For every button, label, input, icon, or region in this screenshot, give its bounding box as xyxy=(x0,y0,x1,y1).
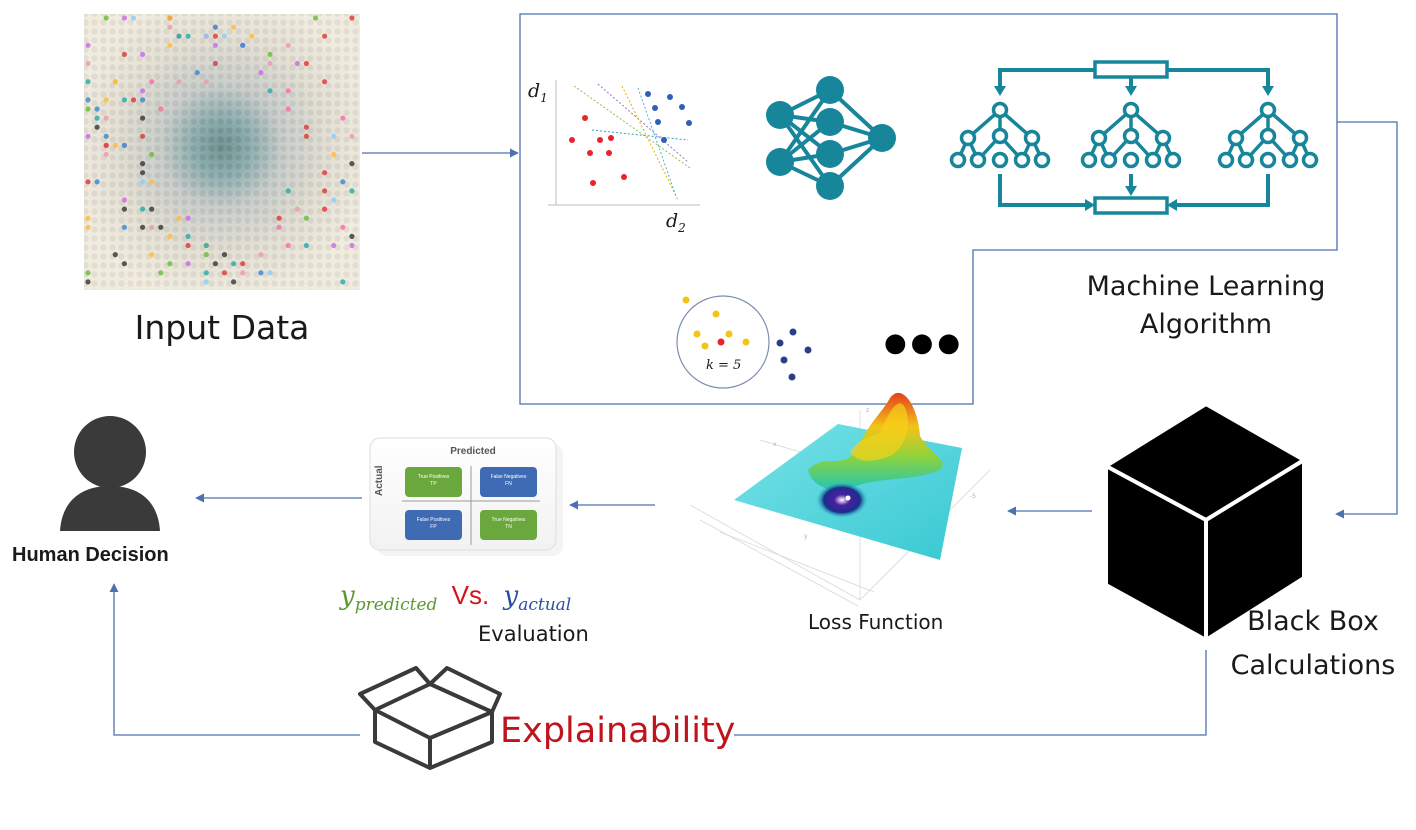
matrix-cell-fp-line1: False Positives xyxy=(416,517,451,523)
decision-tree-icon xyxy=(1217,101,1319,169)
matrix-cell-tp: True Positives TP xyxy=(405,474,462,488)
matrix-cell-tn: True Negatives TN xyxy=(480,517,537,531)
loss-function-surface: x y z -5 xyxy=(689,392,991,607)
random-forest-icon xyxy=(949,60,1319,215)
matrix-cell-tn-line2: TN xyxy=(505,524,512,530)
svg-text:-5: -5 xyxy=(970,493,976,500)
ml-algorithm-label-line2: Algorithm xyxy=(1139,309,1273,340)
human-decision-label: Human Decision xyxy=(12,544,169,566)
axis-d1-main: d xyxy=(528,80,541,102)
axis-d1-sub: 1 xyxy=(540,90,548,105)
y-predicted-main: y xyxy=(340,581,355,611)
matrix-cell-fn-line1: False Negatives xyxy=(490,474,527,480)
matrix-cell-tp-line1: True Positives xyxy=(417,474,450,480)
ml-algorithm-label-line1: Machine Learning xyxy=(1086,271,1326,302)
evaluation-label: Evaluation xyxy=(478,622,589,646)
y-actual: yactual xyxy=(503,581,572,615)
nn-edge xyxy=(778,88,832,164)
y-actual-main: y xyxy=(503,581,519,611)
confusion-matrix-card xyxy=(369,437,563,556)
nn-edge xyxy=(778,113,832,188)
matrix-cell-fp: False Positives FP xyxy=(405,517,462,531)
ml-algorithm-label: Machine Learning Algorithm xyxy=(1056,268,1356,344)
matrix-title: Predicted xyxy=(450,446,496,457)
arrows xyxy=(109,121,1398,736)
svg-text:z: z xyxy=(866,407,869,414)
loss-function-label: Loss Function xyxy=(808,610,944,634)
matrix-cell-fp-line2: FP xyxy=(430,524,437,530)
svg-text:y: y xyxy=(804,533,808,540)
neural-network-icon xyxy=(766,76,896,200)
y-actual-sub: actual xyxy=(518,595,572,616)
axis-d2-label: d2 xyxy=(666,210,686,235)
decision-tree-icon xyxy=(949,101,1051,169)
axis-d1-label: d1 xyxy=(528,80,548,105)
axis-d2-sub: 2 xyxy=(678,220,686,235)
black-box-label: Black Box Calculations xyxy=(1210,600,1416,688)
matrix-cell-tn-line1: True Negatives xyxy=(491,517,526,523)
matrix-cell-fn-line2: FN xyxy=(505,481,512,487)
matrix-cell-tp-line2: TP xyxy=(430,481,437,487)
knn-illustration xyxy=(676,295,812,389)
matrix-side-label: Actual xyxy=(374,465,385,496)
svg-text:x: x xyxy=(773,441,777,448)
black-box-label-line1: Black Box xyxy=(1247,606,1379,637)
more-algorithms-ellipsis: ●●● xyxy=(884,328,965,358)
explainability-label: Explainability xyxy=(500,711,736,751)
linear-classifier-plot xyxy=(548,80,700,206)
input-data-image xyxy=(84,14,360,290)
input-data-label: Input Data xyxy=(134,308,310,347)
decision-tree-icon xyxy=(1080,101,1182,169)
knn-k-label: k = 5 xyxy=(706,358,742,373)
person-icon xyxy=(60,416,160,531)
y-predicted-sub: predicted xyxy=(354,595,438,616)
axis-d2-main: d xyxy=(666,210,679,232)
black-box-cube xyxy=(1104,402,1306,642)
matrix-cell-fn: False Negatives FN xyxy=(480,474,537,488)
prediction-vs-actual: ypredicted Vs. yactual xyxy=(340,580,571,615)
vs-label: Vs. xyxy=(451,580,490,610)
black-box-label-line2: Calculations xyxy=(1230,650,1396,681)
open-box-icon xyxy=(358,666,502,770)
y-predicted: ypredicted xyxy=(340,581,446,615)
